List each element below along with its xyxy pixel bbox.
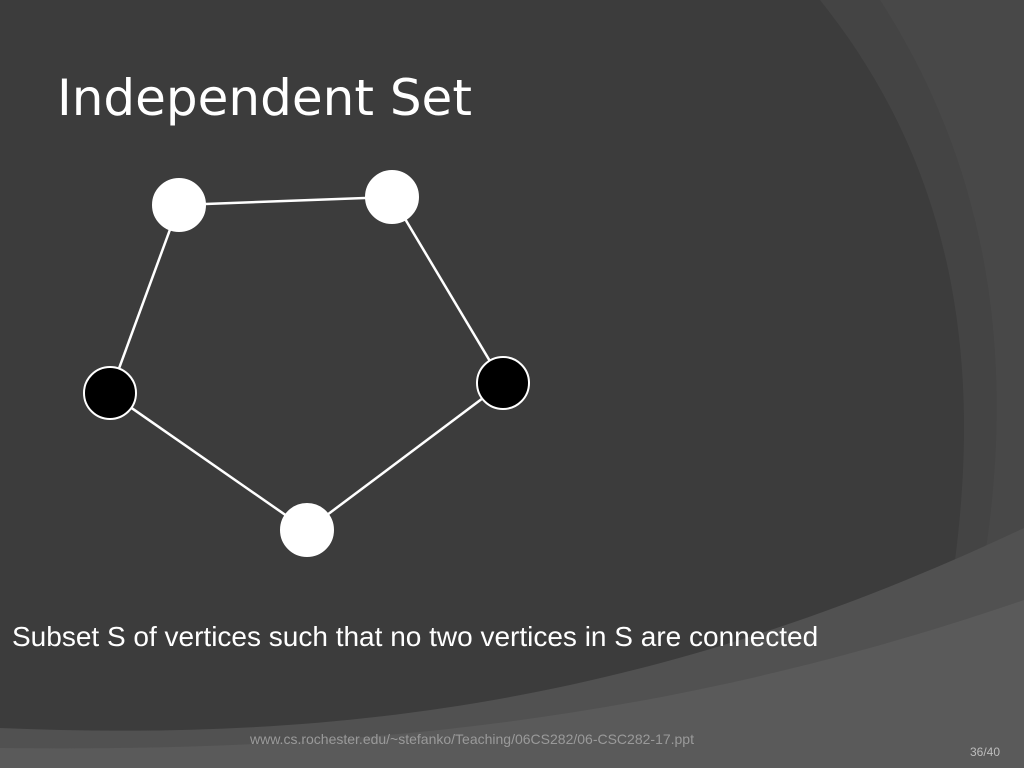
graph-vertices [83, 170, 530, 557]
background-arc-inner [880, 0, 1024, 555]
background-wave-footer [0, 600, 1024, 768]
vertex-left-selected [83, 366, 137, 420]
edge-right-bottom [306, 382, 504, 531]
page-number: 36/40 [969, 745, 1000, 759]
vertex-top-left [152, 178, 206, 232]
slide-title: Independent Set [57, 69, 472, 127]
edge-bottom-left [109, 391, 308, 532]
edge-top-left-top-right [178, 195, 393, 207]
vertex-bottom [280, 503, 334, 557]
vertex-right-selected [476, 356, 530, 410]
definition-caption: Subset S of vertices such that no two ve… [12, 621, 819, 652]
source-url: www.cs.rochester.edu/~stefanko/Teaching/… [250, 731, 694, 747]
edge-left-top-left [108, 204, 181, 394]
edge-top-right-right [390, 196, 505, 384]
vertex-top-right [365, 170, 419, 224]
graph-edges [108, 195, 505, 532]
